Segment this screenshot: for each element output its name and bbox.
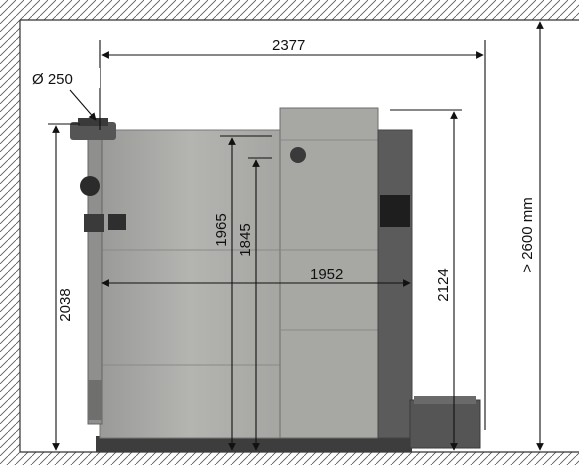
flue-leader-line bbox=[69, 89, 97, 121]
dimension-room-height-label: > 2600 mm bbox=[519, 197, 536, 272]
rear-cabinet bbox=[377, 129, 413, 439]
dimension-1845-label: 1845 bbox=[237, 223, 254, 256]
dimension-1952-label: 1952 bbox=[310, 266, 343, 283]
dimension-1965-label: 1965 bbox=[213, 213, 230, 246]
wall-hatch bbox=[0, 20, 20, 465]
boiler-illustration bbox=[70, 107, 481, 452]
boiler-body bbox=[99, 129, 281, 439]
rear-vent bbox=[380, 195, 410, 227]
front-fittings bbox=[87, 123, 103, 425]
dimension-2377-label: 2377 bbox=[272, 37, 305, 54]
floor-hatch bbox=[20, 452, 579, 465]
pellet-hopper bbox=[279, 107, 379, 439]
dimension-2038-label: 2038 bbox=[57, 288, 74, 321]
sight-window bbox=[108, 214, 126, 230]
ash-container bbox=[409, 399, 481, 449]
dimension-labels: Ø 250 2377 2038 1965 1845 1952 2124 > 26… bbox=[32, 37, 536, 322]
flue-outlet bbox=[70, 122, 116, 140]
hopper-gauge bbox=[290, 147, 306, 163]
flue-diameter-label: Ø 250 bbox=[32, 71, 73, 88]
pipe-connection-upper bbox=[80, 176, 100, 196]
dimension-lines bbox=[48, 21, 544, 451]
ceiling-hatch bbox=[0, 0, 579, 20]
dimension-2124-label: 2124 bbox=[435, 268, 452, 301]
pipe-connection-lower bbox=[84, 214, 104, 232]
